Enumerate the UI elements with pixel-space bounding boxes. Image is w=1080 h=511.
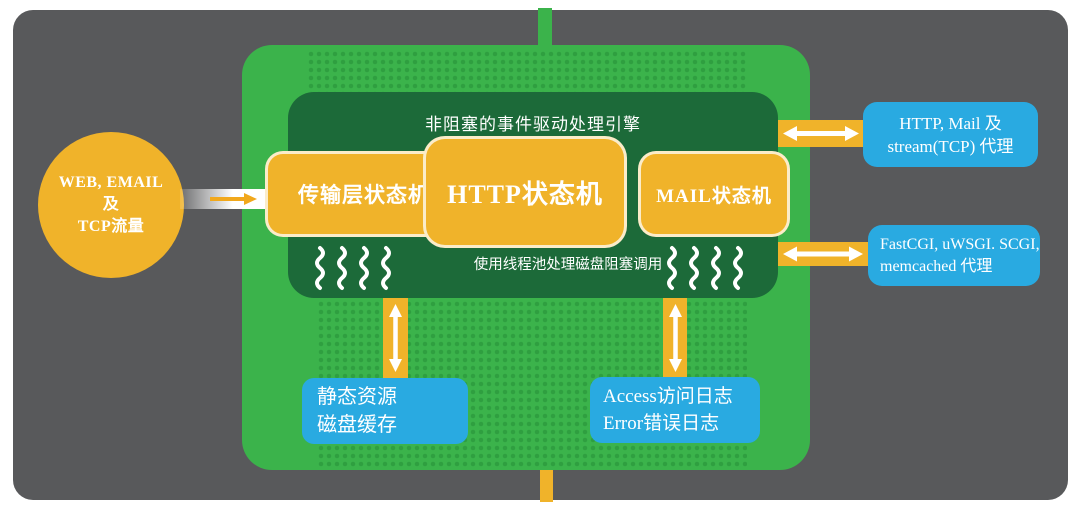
log-files-line1: Access访问日志 <box>603 386 733 407</box>
proxy-protocols-line2: stream(TCP) 代理 <box>887 136 1014 156</box>
disk-cache-connector <box>383 298 408 378</box>
double-arrow-horizontal-icon <box>782 126 859 141</box>
proxy-protocols-line1: HTTP, Mail 及 <box>899 113 1002 133</box>
event-engine-title: 非阻塞的事件驱动处理引擎 <box>425 115 641 134</box>
proxy-top-connector <box>778 120 863 147</box>
traffic-source-line3: TCP流量 <box>77 218 145 235</box>
proxy-bottom-connector <box>778 242 868 266</box>
mail-state-machine-label: MAIL状态机 <box>656 185 772 207</box>
traffic-source-line2: 及 <box>102 196 120 213</box>
dot-pattern-top <box>307 50 747 92</box>
thread-pool-waves-icon <box>315 246 391 290</box>
thread-pool-waves-icon <box>667 246 743 290</box>
static-cache-box: 静态资源 磁盘缓存 <box>302 378 468 444</box>
incoming-traffic-connector <box>180 189 265 209</box>
log-files-line2: Error错误日志 <box>603 413 720 434</box>
double-arrow-vertical-icon <box>389 304 402 372</box>
static-cache-line1: 静态资源 <box>317 386 397 408</box>
http-state-machine-label: HTTP状态机 <box>447 179 603 209</box>
bottom-yellow-tab <box>540 470 553 502</box>
mail-state-machine-box: MAIL状态机 <box>638 151 790 237</box>
http-state-machine-box: HTTP状态机 <box>423 136 627 248</box>
traffic-source-circle: WEB, EMAIL 及 TCP流量 <box>38 132 184 278</box>
gateway-protocols-line1: FastCGI, uWSGI. SCGI, <box>880 235 1040 253</box>
log-connector <box>663 298 687 377</box>
transport-state-machine-label: 传输层状态机 <box>298 183 430 207</box>
traffic-source-line1: WEB, EMAIL <box>58 174 164 191</box>
double-arrow-horizontal-icon <box>783 246 863 262</box>
log-files-box: Access访问日志 Error错误日志 <box>590 377 760 443</box>
proxy-protocols-box: HTTP, Mail 及 stream(TCP) 代理 <box>863 102 1038 167</box>
top-green-tab <box>538 8 552 46</box>
static-cache-line2: 磁盘缓存 <box>317 414 397 436</box>
gateway-protocols-box: FastCGI, uWSGI. SCGI, memcached 代理 <box>868 225 1040 286</box>
thread-pool-note: 使用线程池处理磁盘阻塞调用 <box>473 257 663 273</box>
gateway-protocols-line2: memcached 代理 <box>880 257 993 275</box>
double-arrow-vertical-icon <box>668 303 682 372</box>
right-arrow-icon <box>210 193 257 205</box>
